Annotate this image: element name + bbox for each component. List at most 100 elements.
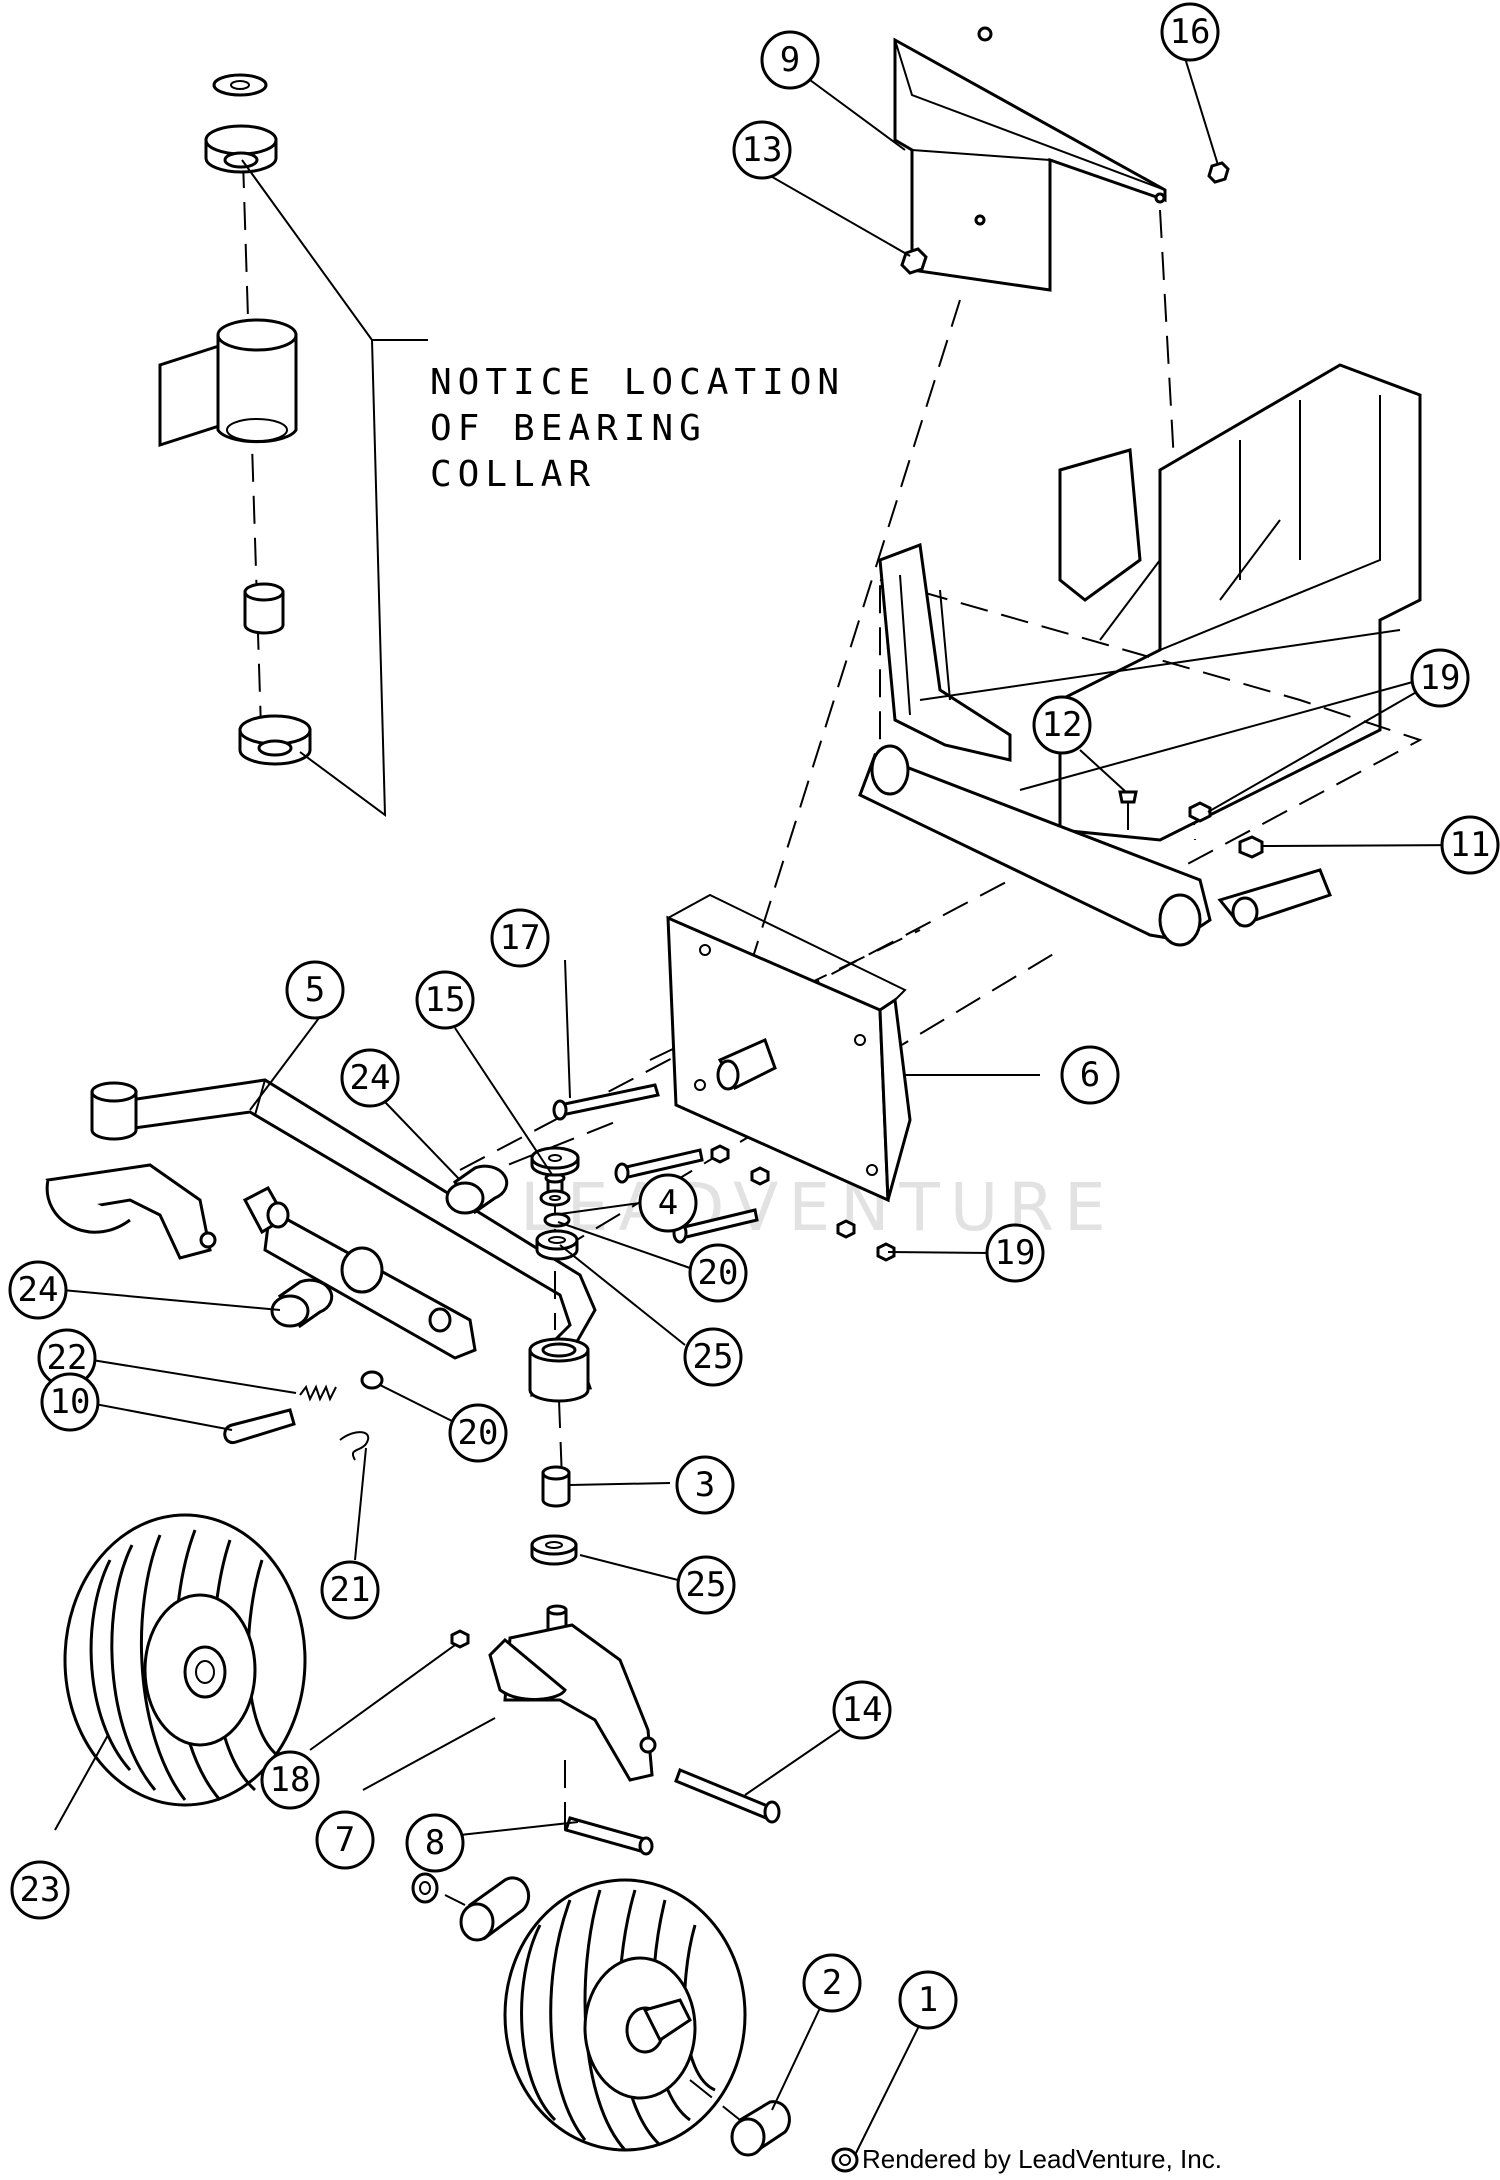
svg-text:24: 24 bbox=[350, 1058, 391, 1098]
svg-text:17: 17 bbox=[500, 918, 541, 958]
callout-24-lower: 24 bbox=[8, 1260, 68, 1320]
bolt-17-b bbox=[614, 1148, 704, 1184]
callout-19-bottom: 19 bbox=[985, 1223, 1045, 1283]
wheel-spacer-left bbox=[459, 1876, 531, 1942]
svg-text:13: 13 bbox=[742, 130, 783, 170]
callout-9: 9 bbox=[760, 30, 820, 90]
callout-20-upper: 20 bbox=[688, 1243, 748, 1303]
svg-text:20: 20 bbox=[698, 1253, 739, 1293]
callout-3: 3 bbox=[675, 1455, 735, 1515]
callout-17: 17 bbox=[490, 908, 550, 968]
wheel-nut-left bbox=[411, 1872, 439, 1904]
callout-12: 12 bbox=[1032, 695, 1092, 755]
note-line-2: OF BEARING bbox=[430, 408, 707, 449]
nut-19-bottom bbox=[876, 1242, 896, 1262]
svg-text:9: 9 bbox=[780, 40, 800, 80]
callout-11: 11 bbox=[1440, 815, 1500, 875]
wheel-lower bbox=[503, 1878, 747, 2152]
nut-a bbox=[710, 1144, 730, 1164]
svg-text:19: 19 bbox=[1420, 658, 1461, 698]
wheel-23 bbox=[63, 1513, 307, 1807]
svg-text:2: 2 bbox=[822, 1963, 842, 2003]
caster-axle-arm bbox=[45, 1078, 597, 1403]
bearing-collar-detail: NOTICE LOCATION OF BEARING COLLAR bbox=[158, 73, 845, 818]
mower-frame bbox=[858, 363, 1423, 947]
callout-16: 16 bbox=[1160, 2, 1220, 62]
svg-text:10: 10 bbox=[50, 1382, 91, 1422]
svg-text:8: 8 bbox=[425, 1823, 445, 1863]
callout-2: 2 bbox=[802, 1953, 862, 2013]
bushing-25-upper bbox=[535, 1229, 579, 1261]
nut-1 bbox=[831, 2147, 859, 2173]
callout-25-lower: 25 bbox=[676, 1555, 736, 1615]
svg-text:7: 7 bbox=[335, 1820, 355, 1860]
deck-shield bbox=[893, 37, 1167, 292]
callout-13: 13 bbox=[732, 120, 792, 180]
callout-8: 8 bbox=[405, 1813, 465, 1873]
spring-22 bbox=[299, 1384, 337, 1402]
note-line-3: COLLAR bbox=[430, 454, 596, 495]
callout-20-lower: 20 bbox=[448, 1403, 508, 1463]
svg-text:16: 16 bbox=[1170, 12, 1211, 52]
mounting-bracket bbox=[666, 893, 912, 1203]
washer-20-lower bbox=[360, 1370, 384, 1390]
svg-text:19: 19 bbox=[995, 1233, 1036, 1273]
detail-pivot-tube bbox=[158, 318, 298, 448]
svg-text:5: 5 bbox=[305, 970, 325, 1010]
callout-14: 14 bbox=[832, 1680, 892, 1740]
svg-text:25: 25 bbox=[693, 1337, 734, 1377]
bushing-24-lower bbox=[270, 1278, 334, 1329]
callout-1: 1 bbox=[898, 1970, 958, 2030]
svg-text:24: 24 bbox=[18, 1270, 59, 1310]
cap-4 bbox=[530, 1146, 580, 1177]
svg-text:18: 18 bbox=[270, 1760, 311, 1800]
svg-text:22: 22 bbox=[47, 1338, 88, 1378]
callout-21: 21 bbox=[320, 1560, 380, 1620]
clip-21 bbox=[339, 1431, 370, 1461]
svg-text:25: 25 bbox=[686, 1565, 727, 1605]
detail-top-bearing bbox=[204, 124, 278, 174]
caster-fork bbox=[488, 1604, 657, 1782]
washer-20-upper bbox=[539, 1189, 571, 1207]
svg-text:14: 14 bbox=[842, 1690, 883, 1730]
svg-text:12: 12 bbox=[1042, 705, 1083, 745]
callout-24-upper: 24 bbox=[340, 1048, 400, 1108]
nut-c bbox=[836, 1219, 856, 1239]
shield-screw-16 bbox=[1207, 161, 1230, 184]
nut-19-top bbox=[1188, 801, 1212, 823]
callout-7: 7 bbox=[315, 1810, 375, 1870]
svg-text:6: 6 bbox=[1080, 1055, 1100, 1095]
bolt-17-a bbox=[552, 1083, 660, 1121]
callout-22: 22 bbox=[37, 1328, 97, 1388]
callout-25-upper: 25 bbox=[683, 1327, 743, 1387]
callout-10: 10 bbox=[40, 1372, 100, 1432]
callout-4: 4 bbox=[638, 1173, 698, 1233]
detail-bottom-bearing bbox=[238, 714, 312, 766]
svg-text:20: 20 bbox=[458, 1413, 499, 1453]
svg-text:15: 15 bbox=[425, 980, 466, 1020]
svg-text:1: 1 bbox=[918, 1980, 938, 2020]
svg-text:11: 11 bbox=[1450, 825, 1491, 865]
nut-b bbox=[750, 1166, 770, 1186]
spacer-3 bbox=[541, 1465, 571, 1508]
callout-15: 15 bbox=[415, 970, 475, 1030]
bolt-15 bbox=[544, 1172, 566, 1194]
note-line-1: NOTICE LOCATION bbox=[430, 362, 845, 403]
nut-18 bbox=[450, 1629, 470, 1649]
svg-text:3: 3 bbox=[695, 1465, 715, 1505]
wheel-spacer-2 bbox=[730, 2100, 791, 2157]
detail-spacer bbox=[243, 582, 285, 635]
svg-text:4: 4 bbox=[658, 1183, 678, 1223]
callout-23: 23 bbox=[10, 1860, 70, 1920]
bolt-12 bbox=[1118, 790, 1138, 830]
bolt-11 bbox=[1238, 835, 1264, 859]
pin-10 bbox=[223, 1408, 296, 1445]
svg-text:21: 21 bbox=[330, 1570, 371, 1610]
bushing-24-upper bbox=[445, 1164, 509, 1215]
callout-6: 6 bbox=[1060, 1045, 1120, 1105]
svg-text:23: 23 bbox=[20, 1870, 61, 1910]
callout-5: 5 bbox=[285, 960, 345, 1020]
callout-19-top: 19 bbox=[1410, 648, 1470, 708]
shield-screw-top bbox=[977, 26, 993, 42]
